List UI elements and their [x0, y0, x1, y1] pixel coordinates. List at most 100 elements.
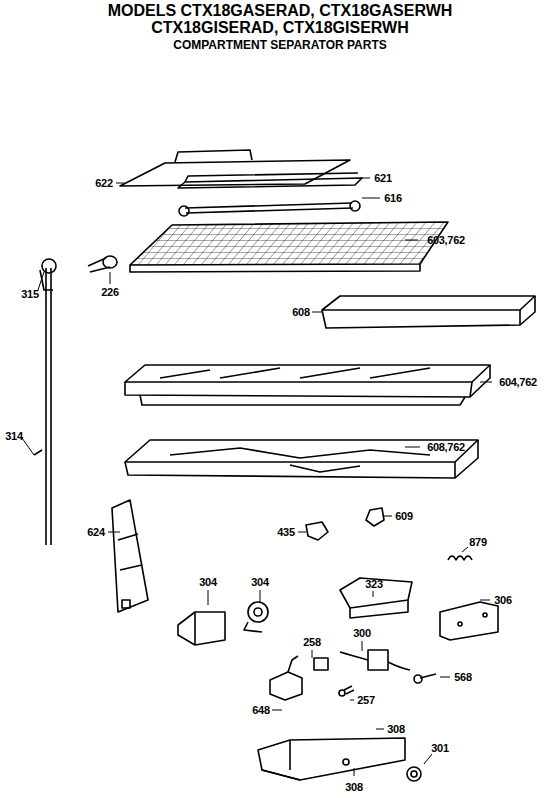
tray-604-stroke — [125, 382, 472, 397]
callout-number: 609 — [395, 511, 412, 522]
callout-number: 314 — [5, 431, 22, 442]
callout-number: 304 — [251, 577, 268, 588]
control-323 — [340, 578, 412, 618]
callout-number: 621 — [374, 173, 391, 184]
callout-number: 568 — [454, 672, 471, 683]
housing-308-stroke — [262, 740, 300, 780]
gear-304 — [244, 602, 268, 632]
leader-lines — [22, 178, 492, 776]
callout-number: 608 — [292, 307, 309, 318]
leader-lines-stroke — [373, 591, 374, 597]
panel-624-stroke — [122, 600, 130, 608]
callout-number: 323 — [365, 579, 382, 590]
leader-lines-stroke — [362, 198, 380, 199]
tray-604-stroke — [160, 368, 430, 378]
leader-lines-stroke — [22, 438, 34, 455]
leader-lines-stroke — [260, 590, 261, 602]
rail-621-stroke — [178, 178, 362, 188]
rod-616-stroke — [186, 208, 353, 213]
gear-304-stroke — [244, 622, 262, 632]
rod-315-stroke — [34, 450, 42, 455]
housing-308 — [258, 738, 405, 780]
leader-lines-stroke — [376, 729, 384, 730]
damper-648 — [270, 656, 302, 700]
leader-lines-stroke — [312, 650, 313, 658]
leader-lines-stroke — [110, 272, 111, 284]
callout-number: 226 — [101, 287, 118, 298]
subtitle: COMPARTMENT SEPARATOR PARTS — [60, 38, 500, 52]
spring-879-stroke — [448, 556, 472, 560]
rod-616-stroke — [350, 201, 360, 211]
damper-648-stroke — [270, 672, 302, 700]
leader-lines-stroke — [350, 700, 354, 701]
cover-304-stroke — [194, 612, 196, 645]
bracket-306-stroke — [483, 613, 487, 617]
screw-568-stroke — [414, 675, 422, 683]
panel-624 — [112, 500, 148, 612]
rod-315-stroke — [40, 270, 53, 290]
rod-315 — [34, 259, 56, 545]
callout-number: 306 — [494, 595, 511, 606]
leader-lines-stroke — [440, 677, 450, 678]
clip-609-stroke — [366, 508, 384, 526]
thermostat-300-stroke — [368, 650, 388, 670]
clip-435 — [306, 522, 328, 540]
leader-lines-stroke — [298, 532, 306, 533]
thermostat-300 — [340, 650, 410, 670]
callout-number: 624 — [87, 527, 104, 538]
rod-616-stroke — [179, 206, 189, 216]
rail-621-stroke — [185, 173, 358, 182]
clip-435-stroke — [306, 522, 328, 540]
leader-lines-stroke — [312, 312, 322, 313]
tray-608-stroke — [125, 462, 455, 478]
cover-608-stroke — [520, 296, 535, 325]
callout-number: 304 — [199, 577, 216, 588]
housing-308-stroke — [343, 759, 349, 765]
callout-number: 308 — [387, 724, 404, 735]
screw-257 — [339, 686, 354, 696]
tray-608-stroke — [290, 465, 360, 472]
leader-lines-stroke — [116, 183, 124, 184]
rail-621 — [178, 173, 362, 188]
callout-number: 257 — [357, 695, 374, 706]
rod-315-stroke — [46, 268, 51, 545]
cover-608-stroke — [322, 310, 520, 328]
cover-304-stroke — [178, 612, 225, 645]
bracket-306 — [440, 602, 498, 640]
callout-number: 879 — [469, 537, 486, 548]
tray-608-stroke — [170, 448, 430, 458]
knob-301-stroke — [411, 771, 417, 777]
switch-258 — [314, 658, 328, 670]
callout-number: 603,762 — [427, 235, 465, 246]
leader-lines-stroke — [362, 641, 363, 651]
pin-226 — [88, 256, 117, 272]
callout-number: 258 — [303, 637, 320, 648]
leader-lines-stroke — [384, 516, 392, 517]
callout-number: 616 — [384, 193, 401, 204]
callout-number: 308 — [345, 782, 362, 793]
tray-608-stroke — [125, 440, 478, 462]
leader-lines-stroke — [424, 754, 432, 764]
plate-622-stroke — [175, 150, 252, 162]
callout-number: 604,762 — [499, 377, 537, 388]
bracket-306-stroke — [458, 622, 462, 626]
tray-604-stroke — [140, 395, 465, 405]
cover-608 — [322, 296, 535, 328]
gear-304-stroke — [248, 602, 268, 622]
rod-315-stroke — [42, 259, 56, 273]
spring-879 — [448, 556, 472, 560]
tray-604-stroke — [125, 365, 490, 382]
screw-568 — [414, 674, 436, 683]
leader-lines-stroke — [208, 590, 209, 605]
callout-number: 648 — [252, 705, 269, 716]
callout-number: 315 — [21, 289, 38, 300]
knob-301-stroke — [407, 767, 421, 781]
shelf-603-stroke — [130, 264, 420, 272]
bracket-306-stroke — [440, 602, 498, 640]
thermostat-300-stroke — [340, 652, 410, 670]
control-323-stroke — [340, 578, 412, 608]
leader-lines-stroke — [272, 710, 282, 711]
tray-604 — [125, 365, 490, 405]
screw-257-stroke — [339, 690, 345, 696]
